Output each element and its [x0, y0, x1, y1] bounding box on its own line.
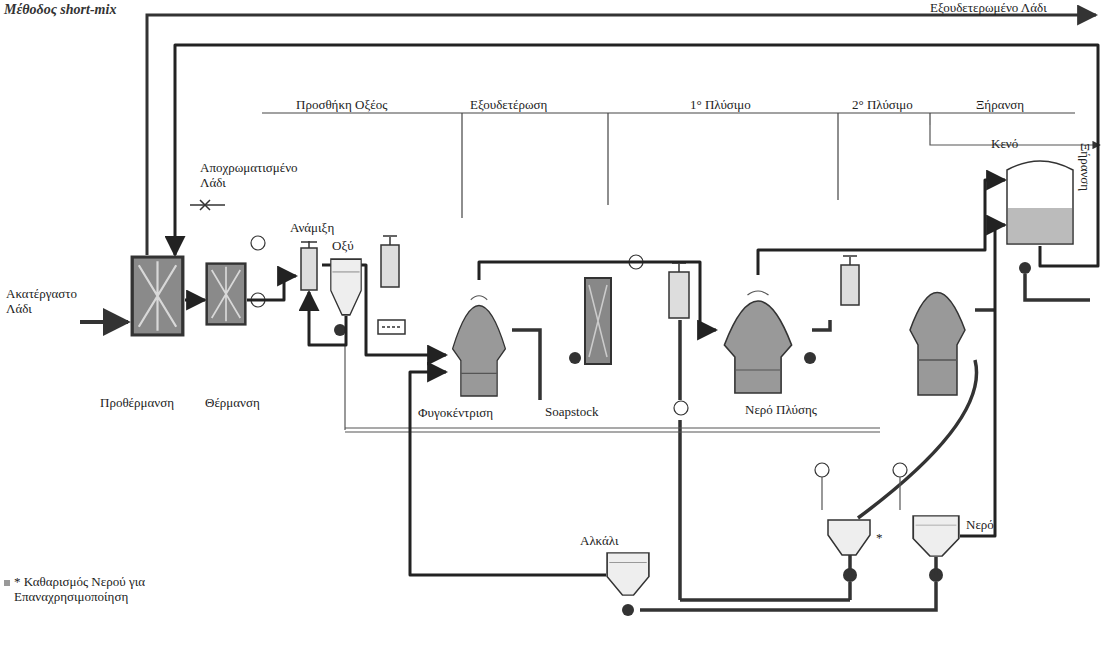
hx-outline — [205, 262, 247, 326]
section-line — [262, 113, 1075, 218]
equipment-label: Κενό — [991, 136, 1018, 151]
tank-outline — [330, 258, 362, 316]
equipment-label: Προθέρμανση — [100, 395, 174, 410]
legend-bullet — [4, 580, 10, 586]
mixer: Ανάμιξη — [296, 240, 322, 292]
centrifuge: Νερό Πλύσης — [716, 275, 800, 395]
heat-exchanger — [585, 278, 611, 364]
stream-label: Εξουδετερωμένο Λάδι — [930, 0, 1047, 15]
water-tank: Νερό — [912, 515, 960, 557]
heat-exchanger: Προθέρμανση — [130, 255, 185, 337]
vacuum-dryer: ΚενόΞήρανση — [1005, 158, 1075, 246]
section-heading: Εξουδετέρωση — [470, 97, 547, 112]
tank-outline — [606, 552, 650, 596]
centrifuge — [910, 293, 965, 396]
centrifuge-outline — [716, 275, 800, 395]
wash-water-tank — [828, 520, 870, 555]
process-pipe — [175, 45, 1098, 266]
equipment-label: Ξήρανση — [1078, 143, 1093, 191]
section-heading: 1° Πλύσιμο — [690, 97, 751, 112]
equipment-label: Νερό — [966, 517, 994, 532]
equipment-label: Φυγοκέντριση — [418, 405, 493, 420]
section-heading: 2° Πλύσιμο — [852, 97, 913, 112]
valve — [175, 190, 225, 210]
vessel-outline — [1005, 158, 1075, 246]
stream-label: Αποχρωματισμένο Λάδι — [200, 160, 290, 190]
stream-label: Soapstock — [545, 404, 598, 419]
section-heading: Προσθήκη Οξέος — [296, 97, 387, 112]
acid-tank: Οξύ — [330, 258, 362, 316]
equipment-label: Ανάμιξη — [290, 220, 334, 235]
centrifuge-outline — [446, 280, 512, 398]
section-heading: Ξήρανση — [976, 97, 1024, 112]
alkali-tank: Αλκάλι — [606, 552, 650, 596]
diagram-title: Μέθοδος short-mix — [4, 2, 116, 18]
footnote-marker: * — [876, 530, 883, 545]
controller — [251, 200, 1065, 477]
equipment-label: Οξύ — [332, 238, 354, 253]
mixer-outline — [296, 240, 322, 292]
stream-label: Ακατέργαστο Λάδι — [6, 286, 86, 316]
process-pipe — [247, 276, 296, 300]
process-pipe — [479, 262, 716, 330]
process-pipe — [758, 180, 1005, 275]
equipment-label: Αλκάλι — [580, 533, 618, 548]
footnote: * Καθαρισμός Νερού για Επαναχρησιμοποίησ… — [14, 574, 164, 604]
process-pipe — [960, 225, 1005, 536]
process-pipe — [410, 372, 606, 575]
equipment-label: Θέρμανση — [205, 395, 260, 410]
pipework — [345, 125, 1100, 510]
pump — [334, 262, 1031, 616]
heat-exchanger: Θέρμανση — [205, 262, 247, 326]
tank-outline — [912, 515, 960, 557]
process-pipe — [185, 299, 205, 302]
equipment-label: Νερό Πλύσης — [745, 402, 817, 417]
hx-outline — [130, 255, 185, 337]
pipework — [512, 274, 1090, 610]
centrifuge: Φυγοκέντριση — [446, 280, 512, 398]
